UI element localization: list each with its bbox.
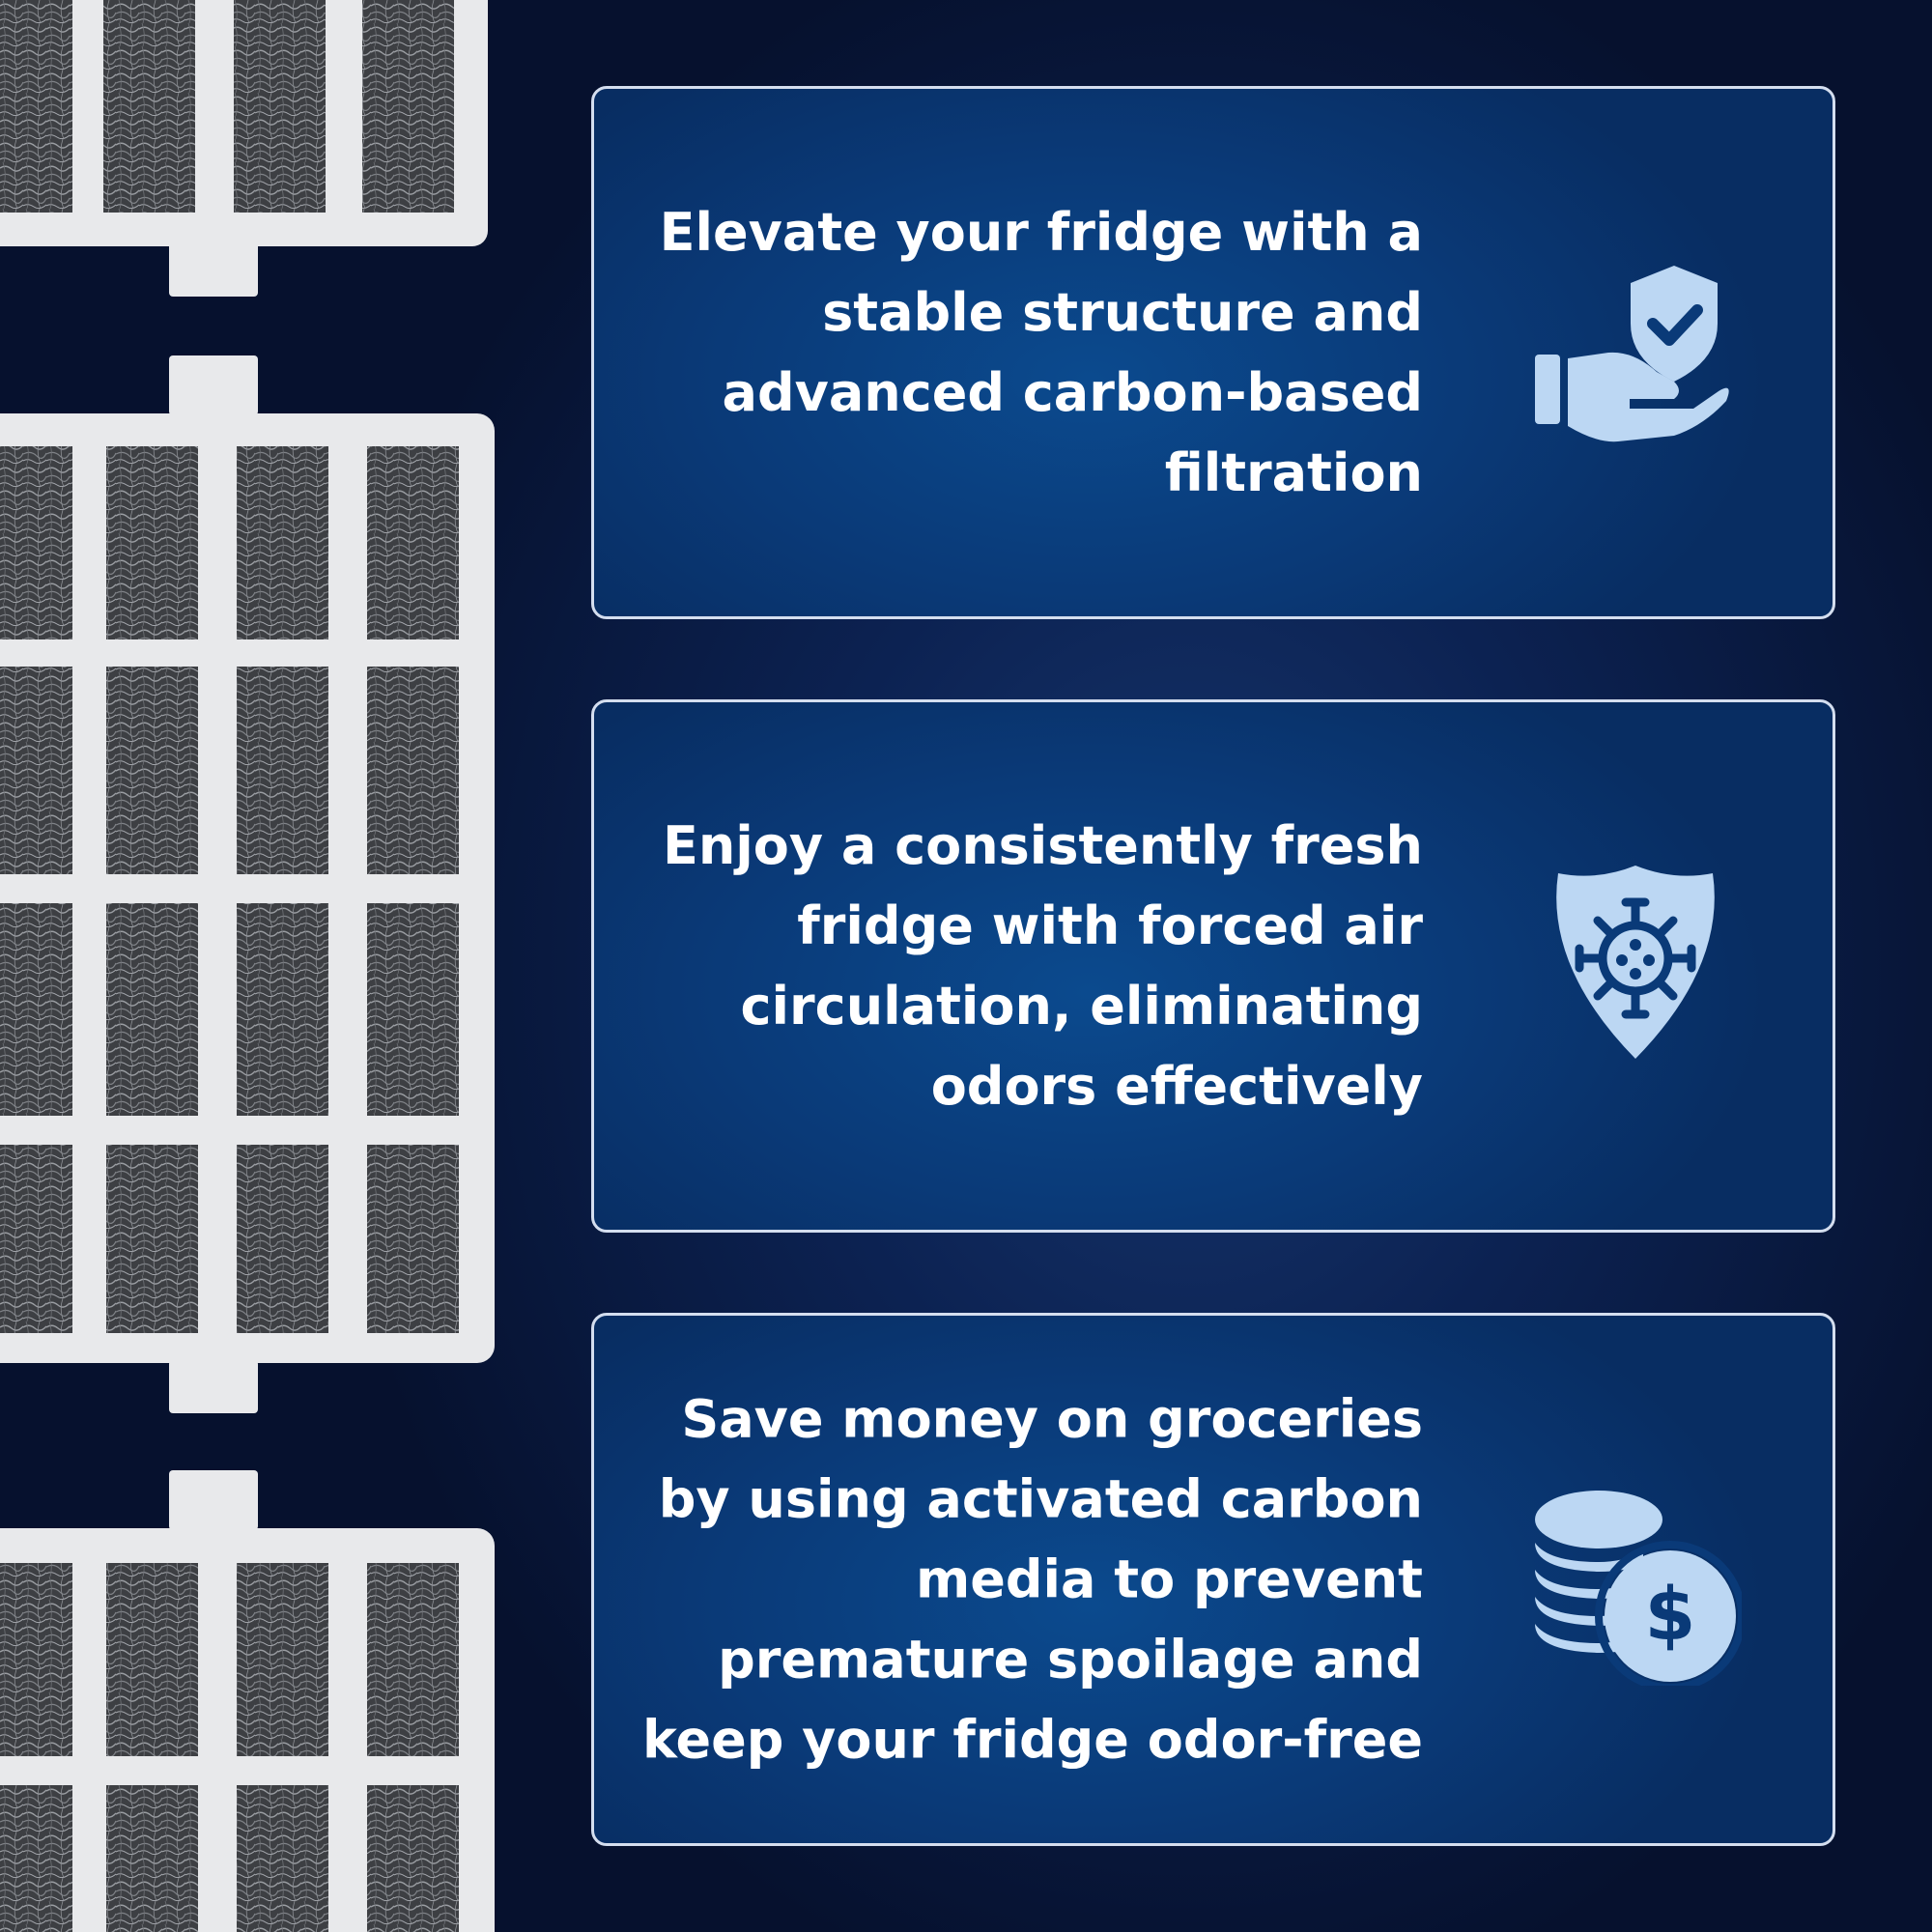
filter-unit-bottom [0, 1470, 495, 1932]
feature-card-text: Enjoy a consistently fresh fridge with f… [662, 815, 1423, 1117]
coins-dollar-icon: $ [1529, 1473, 1742, 1686]
feature-card-text: Elevate your fridge with a stable struct… [659, 202, 1423, 503]
feature-card-savings: Save money on groceries by using activat… [591, 1313, 1835, 1846]
shield-virus-icon [1529, 860, 1742, 1072]
svg-text:$: $ [1645, 1571, 1696, 1657]
feature-card-text: Save money on groceries by using activat… [642, 1388, 1423, 1771]
feature-card-structure: Elevate your fridge with a stable struct… [591, 86, 1835, 619]
carbon-filter-stack-image [0, 0, 495, 1932]
filter-unit-middle [0, 355, 495, 1413]
hand-shield-check-icon [1529, 246, 1742, 459]
filter-unit-top [0, 0, 488, 297]
feature-card-freshness: Enjoy a consistently fresh fridge with f… [591, 699, 1835, 1233]
